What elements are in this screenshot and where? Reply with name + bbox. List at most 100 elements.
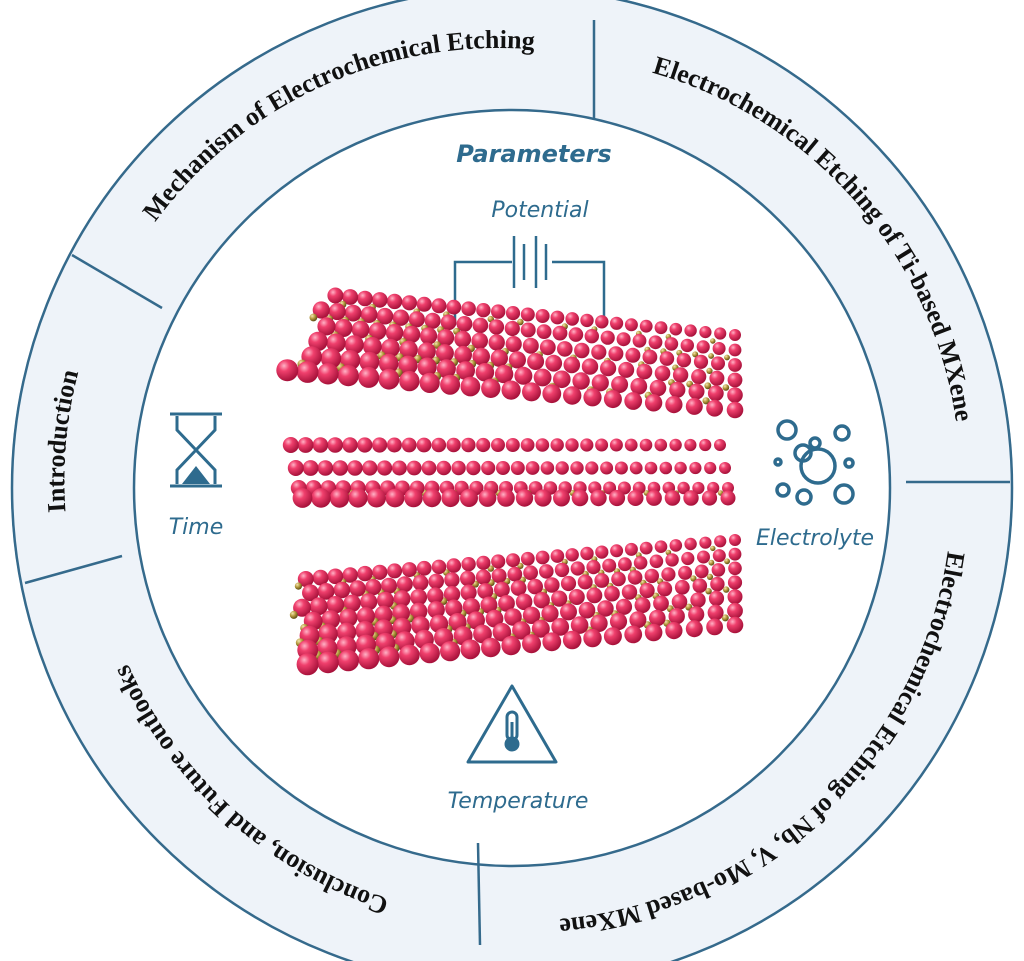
parameters-title: Parameters [456,140,611,168]
metal-atom [560,575,577,592]
metal-atom [478,489,497,507]
metal-atom [654,438,668,452]
metal-atom [602,558,617,573]
metal-atom [633,556,648,570]
metal-atom [296,653,319,676]
metal-atom [510,461,525,475]
metal-atom [505,336,522,353]
metal-atom [326,333,346,353]
metal-atom [348,488,368,508]
metal-atom [357,565,373,582]
metal-atom [317,583,335,600]
metal-atom [648,335,663,350]
metal-atom [627,570,643,585]
metal-atom [568,589,585,605]
metal-atom [668,608,685,625]
metal-atom [665,553,679,567]
carbon-atom [692,351,699,358]
metal-atom [381,577,397,594]
metal-atom [654,321,668,335]
metal-atom [398,355,418,375]
carbon-atom [705,588,712,595]
metal-atom [385,324,404,342]
metal-atom [437,329,455,347]
metal-atom [374,605,393,624]
metal-atom [665,396,683,414]
metal-atom [409,602,428,621]
metal-atom [428,573,445,590]
metal-atom [600,360,617,377]
mxene-crystal-illustration [276,287,744,676]
metal-atom [282,437,299,453]
metal-atom [672,367,689,383]
metal-atom [472,317,489,334]
metal-atom [541,605,559,623]
metal-atom [392,604,410,622]
metal-atom [523,565,538,581]
metal-atom [729,534,741,546]
metal-atom [349,580,366,597]
metal-atom [481,378,501,398]
metal-atom [334,319,353,337]
carbon-atom [487,565,494,572]
metal-atom [460,489,478,507]
metal-atom [445,599,463,617]
metal-atom [342,437,358,453]
carbon-atom [704,382,712,390]
metal-atom [553,370,571,389]
carbon-atom [724,354,730,361]
metal-atom [551,618,570,636]
metal-atom [329,488,350,508]
metal-atom [505,306,521,321]
metal-atom [343,594,361,612]
metal-atom [610,544,624,558]
metal-atom [466,460,481,476]
metal-atom [342,289,359,305]
metal-atom [610,316,624,330]
metal-atom [456,361,475,380]
metal-atom [533,592,550,609]
metal-atom [431,298,447,314]
metal-atom [674,579,690,595]
metal-atom [357,437,373,453]
metal-atom [625,347,641,363]
metal-atom [520,438,535,452]
metal-atom [525,461,540,475]
metal-atom [337,649,359,672]
metal-atom [297,437,314,453]
metal-atom [550,310,565,325]
metal-atom [515,489,534,507]
metal-atom [678,565,693,580]
metal-atom [504,608,522,626]
metal-atom [692,578,708,593]
metal-atom [692,481,705,495]
metal-atom [562,630,582,650]
metal-atom [685,397,703,415]
metal-atom [454,345,472,364]
metal-atom [491,304,506,319]
metal-atom [399,644,420,666]
metal-atom [372,437,388,453]
metal-atom [461,557,476,572]
metal-atom [608,489,626,507]
metal-atom [340,350,361,371]
metal-atom [401,562,417,578]
metal-atom [506,553,520,568]
metal-atom [608,346,624,362]
metal-atom [570,461,584,475]
metal-atom [446,437,461,453]
metal-atom [685,620,703,638]
metal-atom [488,319,505,335]
metal-atom [711,356,725,371]
metal-atom [344,304,362,322]
metal-atom [664,490,681,506]
metal-atom [317,317,336,336]
metal-atom [611,571,626,587]
metal-atom [669,381,686,398]
metal-atom [504,320,520,337]
metal-atom [632,333,647,348]
metal-atom [728,343,742,357]
metal-atom [336,622,357,642]
metal-atom [471,332,489,350]
